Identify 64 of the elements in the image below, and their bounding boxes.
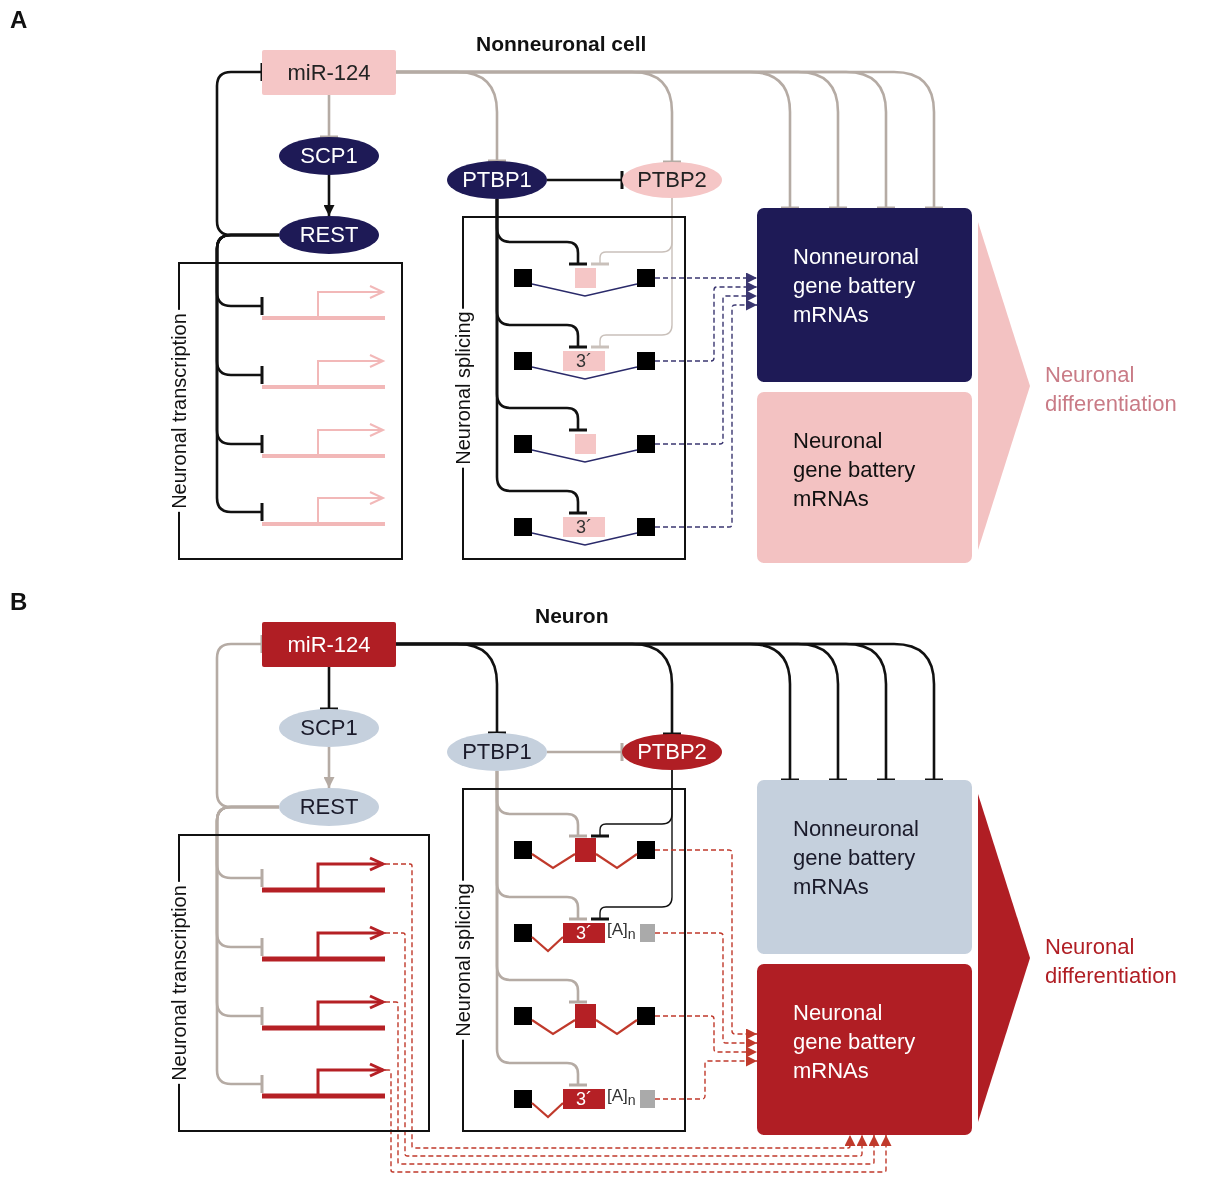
- splicing-reporter-drawing: [514, 1002, 655, 1036]
- gene-battery-box: [757, 780, 972, 954]
- gene-drawing: [262, 284, 385, 322]
- frame-heading: Neuronal transcription: [168, 882, 190, 1084]
- panel-title: Neuron: [535, 604, 609, 628]
- arrow: [654, 281, 758, 362]
- exon-label: 3´: [563, 923, 605, 943]
- arrow: [654, 1055, 758, 1100]
- arrow: [654, 272, 758, 284]
- panel-title: Nonneuronal cell: [476, 32, 647, 56]
- gene-drawing: [262, 856, 385, 894]
- arrow: [384, 863, 856, 1149]
- arrow: [654, 290, 758, 445]
- side-label: Neuronal differentiation: [1045, 933, 1178, 990]
- gene-drawing: [262, 994, 385, 1032]
- protein-label: PTBP2: [637, 167, 707, 193]
- battery-label: Neuronal gene battery mRNAs: [793, 427, 917, 513]
- gene-drawing: [262, 925, 385, 963]
- gene-battery-box: [757, 208, 972, 382]
- gene-drawing: [262, 422, 385, 460]
- arrow: [654, 932, 758, 1049]
- protein-label: PTBP1: [462, 739, 532, 765]
- microrna-label: miR-124: [287, 631, 371, 658]
- arrow: [384, 932, 868, 1157]
- exon-label: 3´: [563, 1089, 605, 1109]
- polya-label: [A]$_{n}$: [607, 920, 636, 943]
- side-label: Neuronal differentiation: [1045, 361, 1178, 418]
- battery-label: Neuronal gene battery mRNAs: [793, 999, 917, 1085]
- protein-ellipse: [622, 162, 722, 198]
- protein-label: REST: [299, 222, 359, 248]
- microrna-box: [262, 50, 396, 95]
- microrna-label: miR-124: [287, 59, 371, 86]
- protein-label: PTBP1: [462, 167, 532, 193]
- gene-drawing: [262, 490, 385, 528]
- microrna-box: [262, 622, 396, 667]
- splicing-reporter-drawing: [514, 836, 655, 870]
- gene-drawing: [262, 1062, 385, 1100]
- gene-battery-box: [757, 964, 972, 1135]
- gene-drawing: [262, 353, 385, 391]
- arrow: [654, 849, 758, 1040]
- arrow: [323, 175, 335, 216]
- battery-label: Nonneuronal gene battery mRNAs: [793, 243, 920, 329]
- protein-label: SCP1: [300, 143, 358, 169]
- protein-ellipse: [622, 734, 722, 770]
- arrow: [654, 1015, 758, 1058]
- arrow: [384, 1001, 880, 1165]
- gene-battery-box: [757, 392, 972, 563]
- arrow: [384, 1069, 892, 1173]
- battery-label: Nonneuronal gene battery mRNAs: [793, 815, 920, 901]
- polya-label: [A]$_{n}$: [607, 1086, 636, 1109]
- exon-label: 3´: [563, 351, 605, 371]
- exon-label: 3´: [563, 517, 605, 537]
- differentiation-chevron: [978, 222, 1030, 550]
- differentiation-chevron: [978, 794, 1030, 1122]
- arrow: [323, 747, 335, 788]
- protein-label: SCP1: [300, 715, 358, 741]
- protein-label: REST: [299, 794, 359, 820]
- panel-letter: B: [10, 588, 28, 616]
- panel-letter: A: [10, 6, 28, 34]
- frame-heading: Neuronal transcription: [168, 310, 190, 512]
- frame-heading: Neuronal splicing: [452, 880, 474, 1040]
- frame-heading: Neuronal splicing: [452, 308, 474, 468]
- arrow: [654, 299, 758, 528]
- protein-label: PTBP2: [637, 739, 707, 765]
